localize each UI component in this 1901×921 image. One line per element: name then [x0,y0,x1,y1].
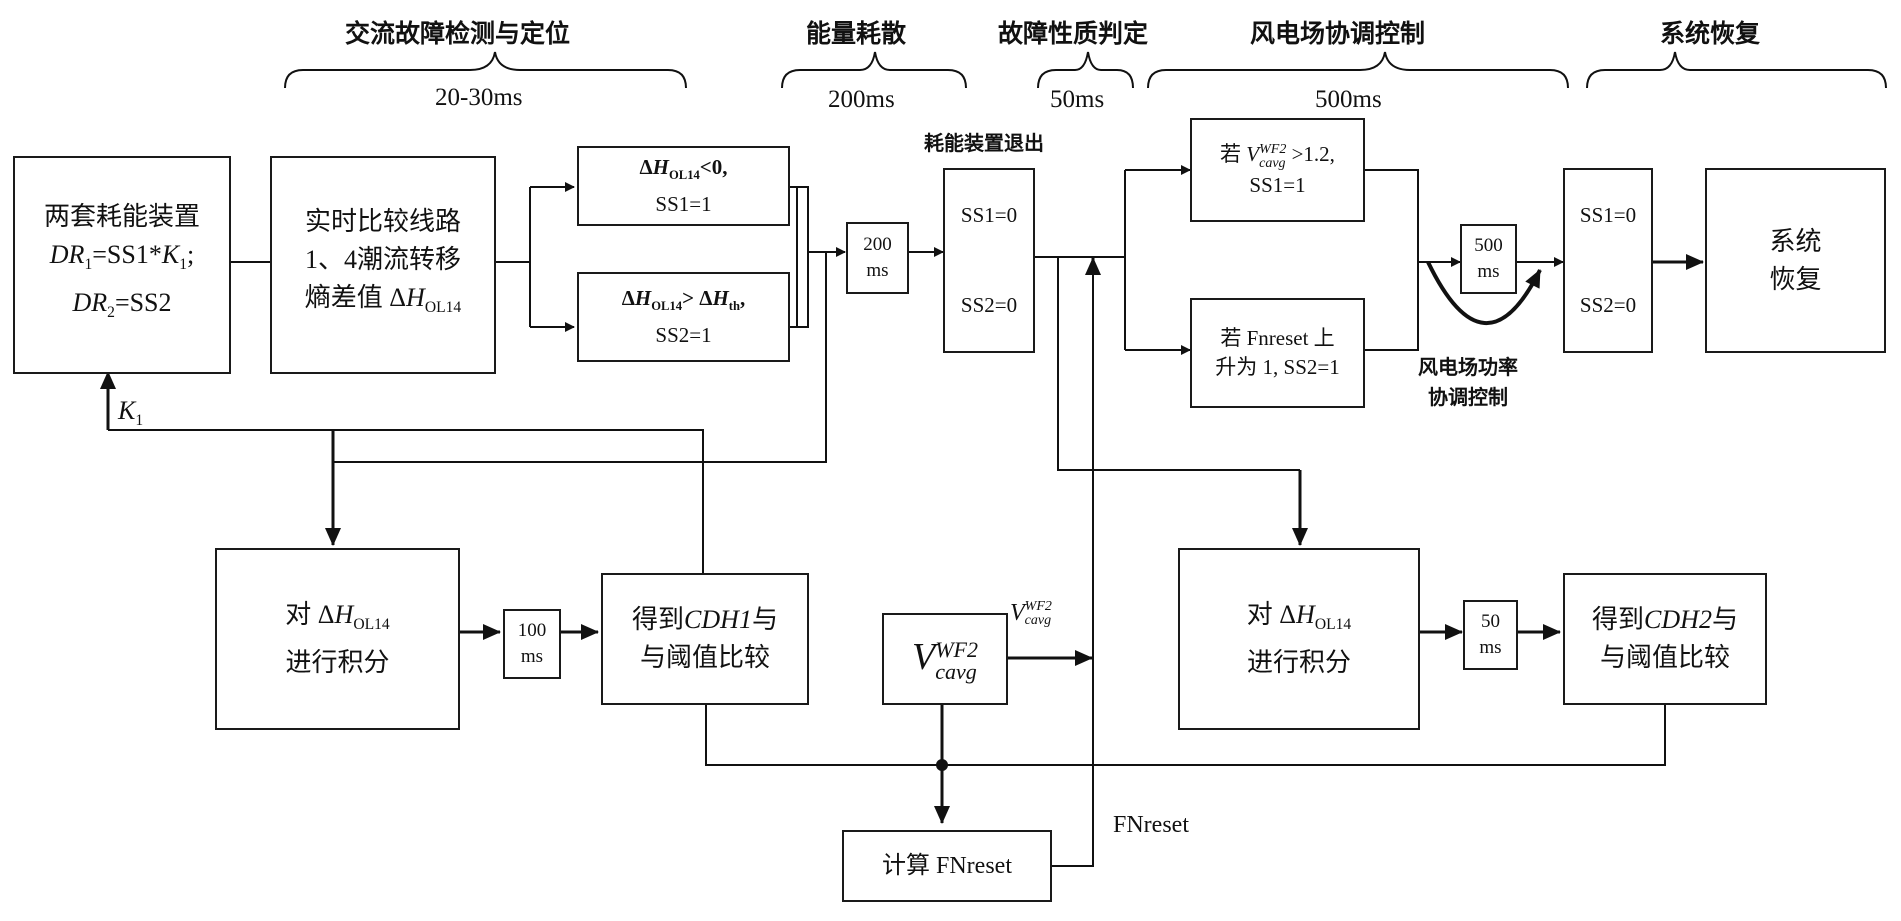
phase-duration-detection: 20-30ms [435,84,523,111]
wf-cond1-ss: SS1=1 [1249,172,1306,197]
ss-rec-ss2: SS2=0 [1579,293,1637,318]
ss-exit-box: SS1=0 SS2=0 [943,168,1035,353]
phase-title-energy: 能量耗散 [806,19,907,48]
wf-fnreset-condition-box: 若 Fnreset 上 升为 1, SS2=1 [1190,298,1365,408]
integ1-line1: 对 ΔHOL14 [285,599,390,634]
integration-2-box: 对 ΔHOL14 进行积分 [1178,548,1420,730]
delay-500ms-box: 500 ms [1460,224,1517,294]
phase-duration-energy: 200ms [828,86,895,113]
cdh1-compare-box: 得到CDH1与 与阈值比较 [601,573,809,705]
condition-ss1-box: ΔHOL14<0, SS1=1 [577,146,790,226]
cdh2-line1: 得到CDH2与 [1592,605,1738,634]
brace-judge [1037,51,1134,89]
phase-title-judge: 故障性质判定 [998,19,1149,48]
delay-200ms-box: 200 ms [846,222,909,294]
fnreset-calc-label: 计算 FNreset [882,852,1012,879]
wf-cond2-line1: 若 Fnreset 上 [1220,326,1335,350]
system-recover-box: 系统 恢复 [1705,168,1886,353]
wind-farm-coordination-label: 风电场功率 协调控制 [1418,352,1518,412]
device-exit-label: 耗能装置退出 [924,131,1044,155]
brace-recover [1586,51,1887,89]
fnreset-calc-box: 计算 FNreset [842,830,1052,902]
recover-line2: 恢复 [1769,264,1822,294]
compare-line2: 1、4潮流转移 [304,244,461,274]
delay200-value: 200 [863,234,892,255]
integ2-line1: 对 ΔHOL14 [1246,599,1352,634]
coord-line1: 风电场功率 [1418,355,1518,379]
delay500-value: 500 [1474,235,1503,256]
cdh2-compare-box: 得到CDH2与 与阈值比较 [1563,573,1767,705]
integration-1-box: 对 ΔHOL14 进行积分 [215,548,460,730]
brace-energy [781,51,967,89]
integ2-line2: 进行积分 [1246,648,1351,678]
delay500-unit: ms [1477,261,1500,282]
cond1-ss: SS1=1 [655,192,712,217]
wf-cond2-line2: 升为 1, SS2=1 [1215,355,1340,379]
phase-title-detection: 交流故障检测与定位 [345,19,571,48]
delay100-value: 100 [517,620,547,641]
compare-line3: 熵差值 ΔHOL14 [304,282,462,317]
cond2-ss: SS2=1 [655,323,712,348]
delay200-unit: ms [866,260,889,281]
cond1-expr: ΔHOL14<0, [639,154,728,183]
brace-coord [1147,51,1569,89]
phase-duration-judge: 50ms [1050,86,1105,113]
ss-rec-ss1: SS1=0 [1579,202,1637,227]
dr-line1: 两套耗能装置 [43,201,200,231]
k1-label: K1 [118,396,144,430]
phase-title-recover: 系统恢复 [1660,19,1761,48]
phase-duration-coord: 500ms [1315,86,1382,113]
cdh2-line2: 与阈值比较 [1599,643,1730,672]
integ1-line2: 进行积分 [285,648,390,678]
ss-recover-box: SS1=0 SS2=0 [1563,168,1653,353]
cdh1-line2: 与阈值比较 [639,643,770,672]
ss-exit-ss2: SS2=0 [960,293,1018,318]
delay100-unit: ms [520,646,544,667]
cdh1-line1: 得到CDH1与 [632,605,778,634]
phase-title-coord: 风电场协调控制 [1250,19,1426,48]
compare-line1: 实时比较线路 [304,206,461,236]
brace-detection [284,51,687,89]
delay-100ms-box: 100 ms [503,609,561,679]
coord-line2: 协调控制 [1428,385,1508,409]
dr-line2: DR1=SS1*K1; [49,239,195,273]
ss-exit-ss1: SS1=0 [960,202,1018,227]
delay50-value: 50 [1481,611,1500,632]
dr-line3: DR2=SS2 [72,288,172,322]
fnreset-signal-label: FNreset [1113,812,1189,838]
entropy-compare-box: 实时比较线路 1、4潮流转移 熵差值 ΔHOL14 [270,156,496,374]
condition-ss2-box: ΔHOL14> ΔHth, SS2=1 [577,272,790,362]
recover-line1: 系统 [1769,226,1822,256]
delay-50ms-box: 50 ms [1463,600,1518,670]
delay50-unit: ms [1479,637,1502,658]
cond2-expr: ΔHOL14> ΔHth, [621,285,746,314]
dissipation-device-box: 两套耗能装置 DR1=SS1*K1; DR2=SS2 [13,156,231,374]
